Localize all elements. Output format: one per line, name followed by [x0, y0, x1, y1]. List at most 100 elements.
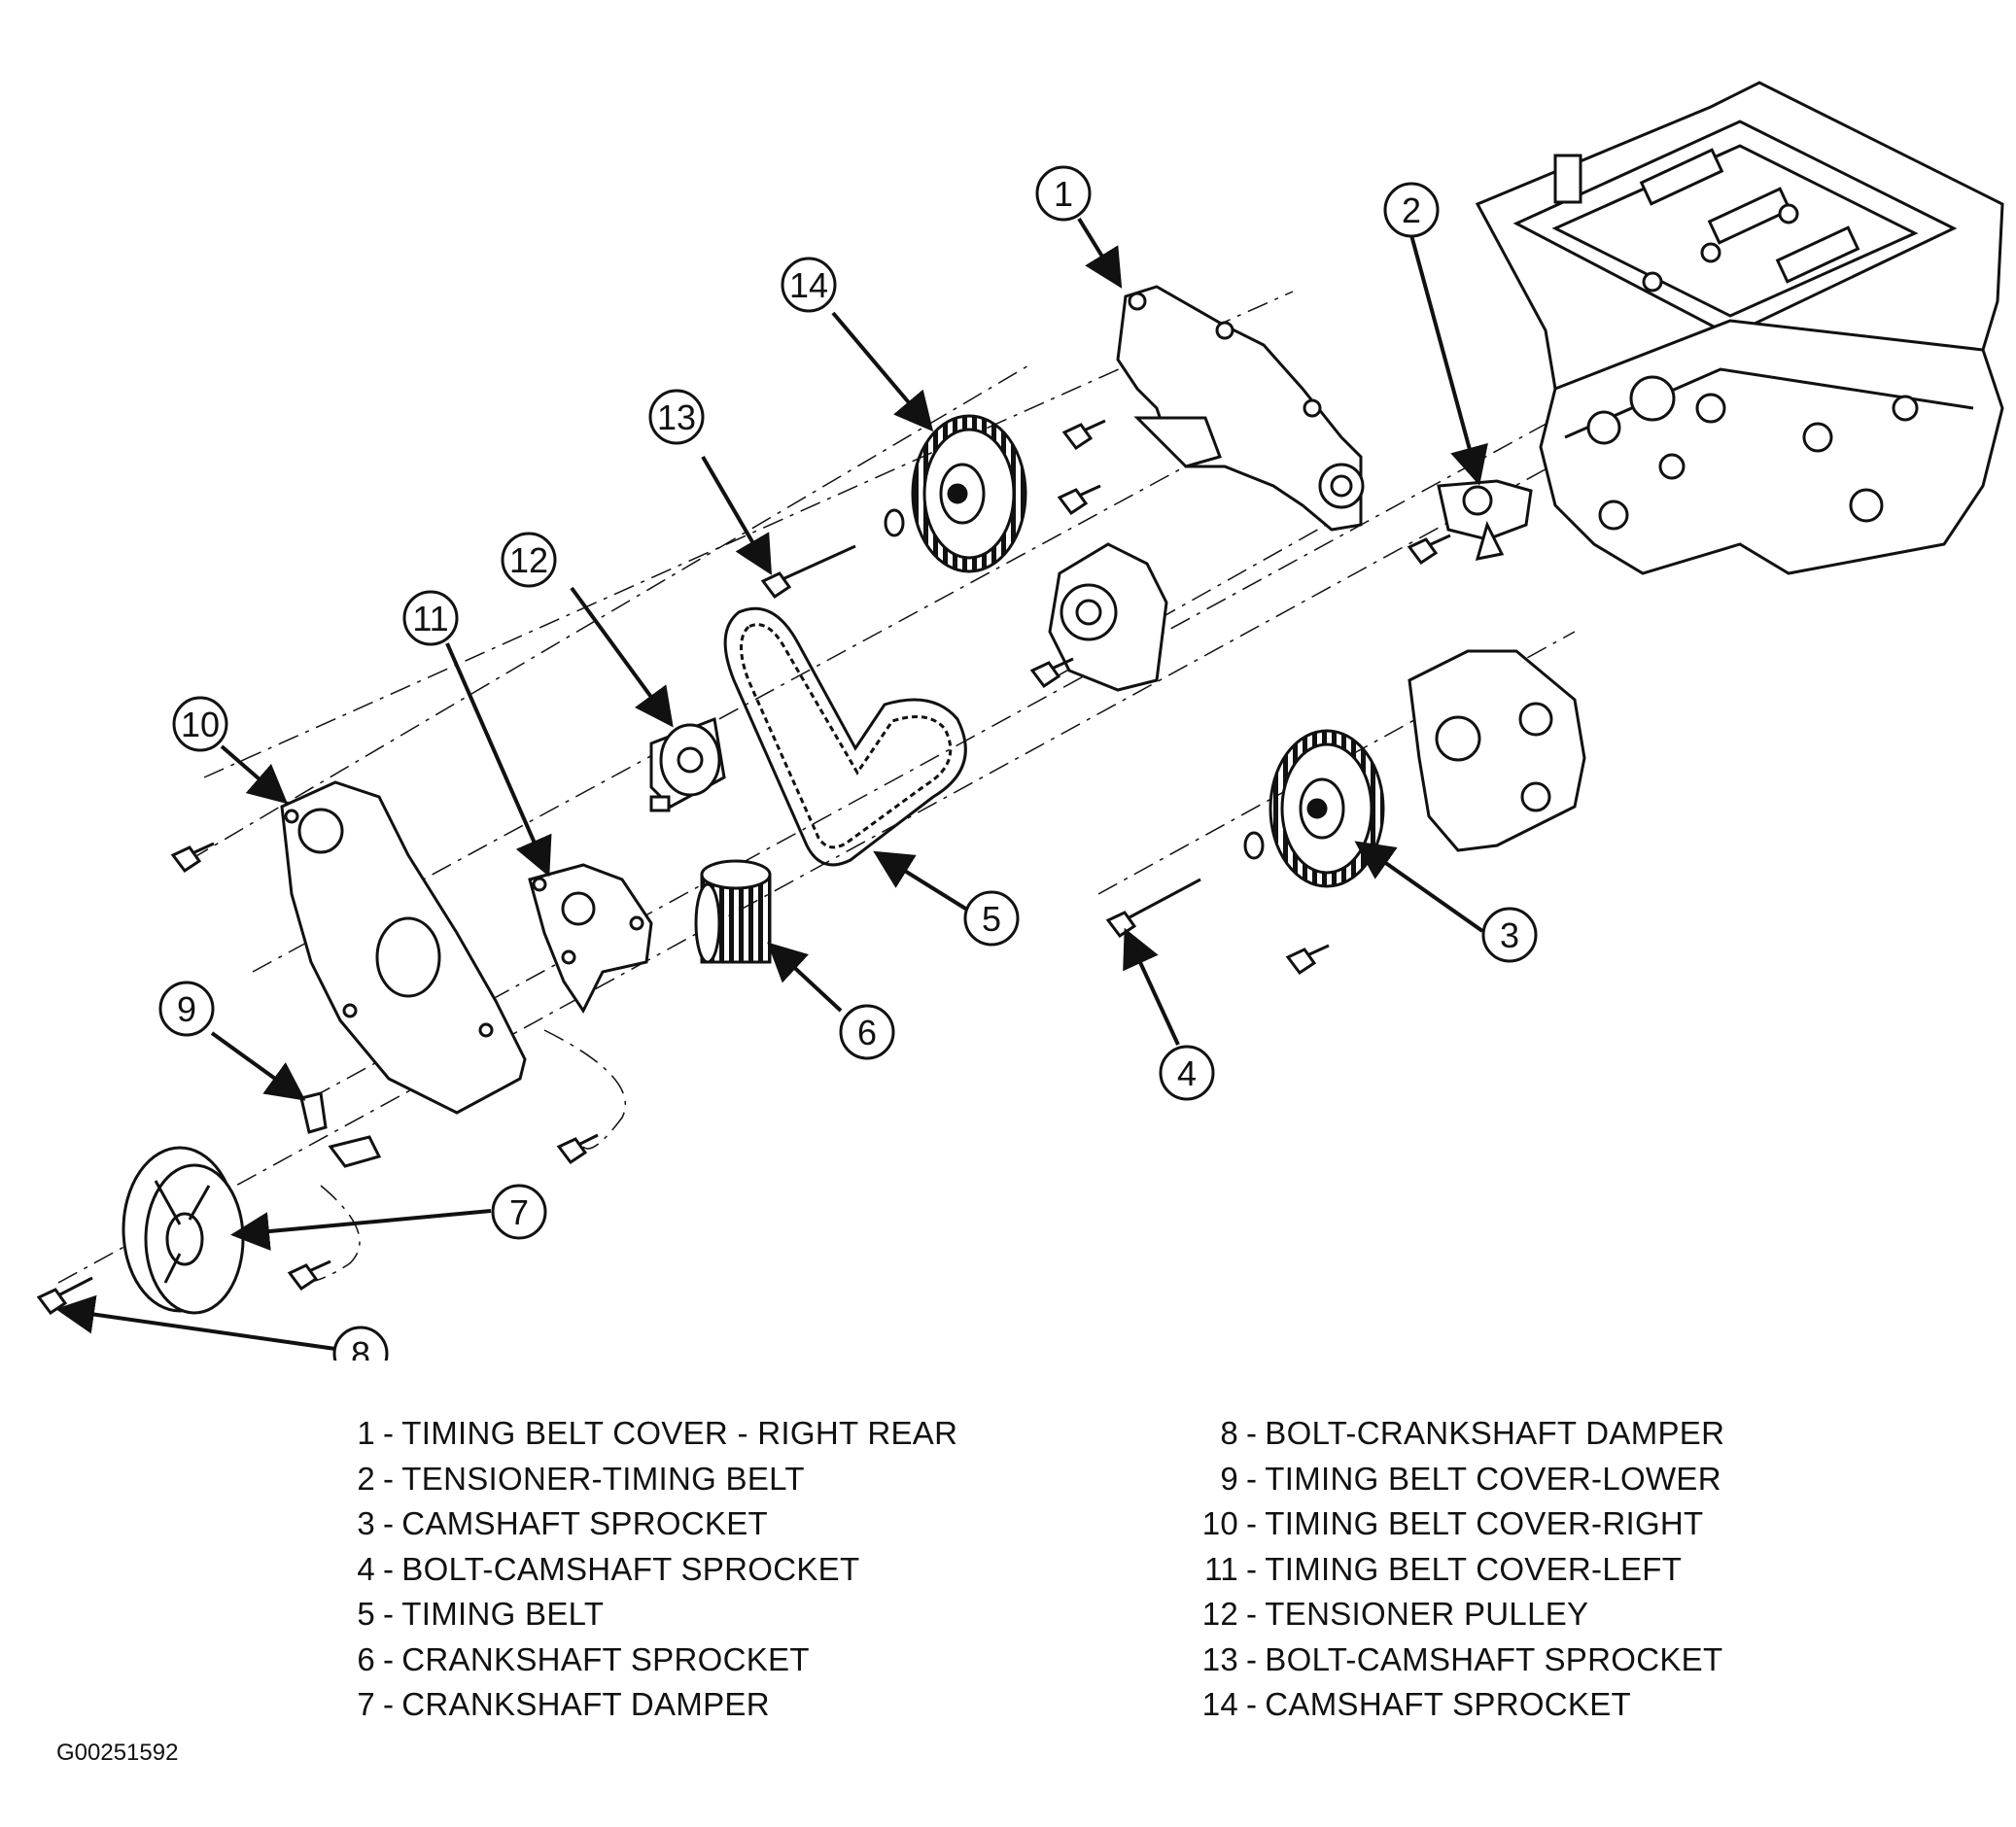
legend-item-number: 12 [1201, 1596, 1238, 1632]
legend-item-separator: - [1246, 1550, 1258, 1587]
legend-item: 2-TENSIONER-TIMING BELT [342, 1457, 957, 1502]
legend-item-number: 6 [357, 1640, 375, 1677]
legend-item-number: 4 [357, 1550, 375, 1587]
legend-item-label: CRANKSHAFT DAMPER [401, 1686, 770, 1722]
svg-text:1: 1 [1054, 174, 1073, 214]
timing-belt [723, 606, 967, 867]
timing-belt-cover-right-rear [1116, 285, 1365, 532]
legend-item-label: CAMSHAFT SPROCKET [1265, 1686, 1632, 1722]
legend-item: 13-BOLT-CAMSHAFT SPROCKET [1188, 1637, 1724, 1683]
svg-text:10: 10 [181, 705, 220, 744]
legend-item-label: TENSIONER PULLEY [1265, 1596, 1589, 1632]
legend-item-number: 2 [357, 1460, 375, 1497]
crankshaft-sprocket [694, 859, 772, 964]
callout-11: 11 [402, 590, 459, 646]
legend-item: 6-CRANKSHAFT SPROCKET [342, 1637, 957, 1683]
callout-12: 12 [501, 532, 557, 588]
callout-13: 13 [648, 389, 705, 445]
timing-belt-cover-lower [299, 1091, 382, 1168]
callout-10: 10 [172, 696, 228, 752]
legend-item-label: TENSIONER-TIMING BELT [401, 1460, 805, 1497]
callout-1: 1 [1035, 165, 1092, 222]
legend-item-number: 13 [1201, 1640, 1238, 1677]
washers [884, 508, 1265, 860]
legend-item-number: 3 [357, 1505, 375, 1541]
svg-text:11: 11 [412, 599, 448, 638]
camshaft-sprocket-lower [1269, 729, 1385, 888]
callout-3: 3 [1481, 907, 1538, 963]
legend-item: 7-CRANKSHAFT DAMPER [342, 1682, 957, 1728]
legend-item-number: 5 [357, 1596, 375, 1632]
legend-item-label: CAMSHAFT SPROCKET [401, 1505, 769, 1541]
callout-8: 8 [332, 1326, 389, 1361]
legend-item-separator: - [383, 1686, 395, 1722]
timing-belt-cover-left [528, 863, 653, 1014]
legend-item-separator: - [383, 1460, 395, 1497]
legend-item: 5-TIMING BELT [342, 1592, 957, 1637]
legend-item-label: BOLT-CRANKSHAFT DAMPER [1265, 1415, 1725, 1451]
legend-item-separator: - [1246, 1505, 1258, 1541]
legend-item: 3-CAMSHAFT SPROCKET [342, 1501, 957, 1547]
legend-item-number: 11 [1204, 1550, 1238, 1587]
legend-item-label: TIMING BELT COVER-RIGHT [1265, 1505, 1704, 1541]
legend-item-number: 10 [1201, 1505, 1238, 1541]
legend-item-separator: - [1246, 1596, 1258, 1632]
svg-text:9: 9 [177, 989, 196, 1029]
legend-item-label: BOLT-CAMSHAFT SPROCKET [1265, 1640, 1723, 1677]
callout-4: 4 [1159, 1045, 1215, 1101]
legend-item: 14-CAMSHAFT SPROCKET [1188, 1682, 1724, 1728]
svg-text:4: 4 [1177, 1053, 1197, 1093]
callouts: 1 2 3 4 5 6 7 8 9 10 11 12 13 14 [158, 165, 1538, 1361]
legend-item-label: TIMING BELT [401, 1596, 605, 1632]
legend-item-separator: - [383, 1550, 395, 1587]
legend-item-label: TIMING BELT COVER - RIGHT REAR [401, 1415, 958, 1451]
callout-9: 9 [158, 981, 215, 1037]
callout-5: 5 [963, 890, 1020, 947]
callout-7: 7 [491, 1184, 547, 1240]
svg-text:7: 7 [509, 1192, 529, 1232]
legend-item-number: 1 [357, 1415, 375, 1451]
svg-text:14: 14 [789, 265, 828, 305]
legend-item-number: 7 [357, 1686, 375, 1722]
camshaft-sprocket-upper [911, 414, 1027, 573]
legend-item: 12-TENSIONER PULLEY [1188, 1592, 1724, 1637]
legend-item-separator: - [1246, 1686, 1258, 1722]
timing-belt-tensioner [1437, 479, 1533, 561]
legend-item: 4-BOLT-CAMSHAFT SPROCKET [342, 1547, 957, 1593]
svg-text:12: 12 [509, 540, 548, 580]
rear-cylinder-head-bracket [1408, 649, 1586, 852]
legend-item: 8-BOLT-CRANKSHAFT DAMPER [1188, 1411, 1724, 1457]
svg-text:8: 8 [351, 1334, 370, 1361]
bolts [36, 419, 1451, 1316]
legend-item-label: TIMING BELT COVER-LOWER [1265, 1460, 1721, 1497]
legend-item: 11-TIMING BELT COVER-LEFT [1188, 1547, 1724, 1593]
legend-item-separator: - [383, 1640, 395, 1677]
legend-item: 1-TIMING BELT COVER - RIGHT REAR [342, 1411, 957, 1457]
legend-item-number: 14 [1201, 1686, 1238, 1722]
legend-item-separator: - [1246, 1415, 1258, 1451]
tensioner-pulley [649, 716, 726, 812]
crankshaft-damper [122, 1146, 245, 1315]
callout-6: 6 [839, 1004, 895, 1060]
svg-text:5: 5 [982, 899, 1001, 939]
legend-item-number: 9 [1220, 1460, 1238, 1497]
legend-item-separator: - [383, 1505, 395, 1541]
svg-text:2: 2 [1402, 190, 1421, 230]
legend-item-label: TIMING BELT COVER-LEFT [1265, 1550, 1683, 1587]
callout-2: 2 [1383, 182, 1440, 238]
exploded-view-diagram: 1 2 3 4 5 6 7 8 9 10 11 12 13 14 [36, 81, 2004, 1361]
leader-arrows [55, 217, 1488, 1351]
legend-item-separator: - [1246, 1640, 1258, 1677]
legend-item-separator: - [383, 1596, 395, 1632]
svg-text:3: 3 [1500, 915, 1519, 955]
legend-item-number: 8 [1220, 1415, 1238, 1451]
legend-item-label: BOLT-CAMSHAFT SPROCKET [401, 1550, 860, 1587]
figure-id: G00251592 [56, 1740, 179, 1766]
legend-item: 10-TIMING BELT COVER-RIGHT [1188, 1501, 1724, 1547]
svg-text:6: 6 [857, 1013, 877, 1052]
legend-item-separator: - [1246, 1460, 1258, 1497]
callout-14: 14 [781, 257, 837, 313]
svg-text:13: 13 [657, 397, 696, 437]
